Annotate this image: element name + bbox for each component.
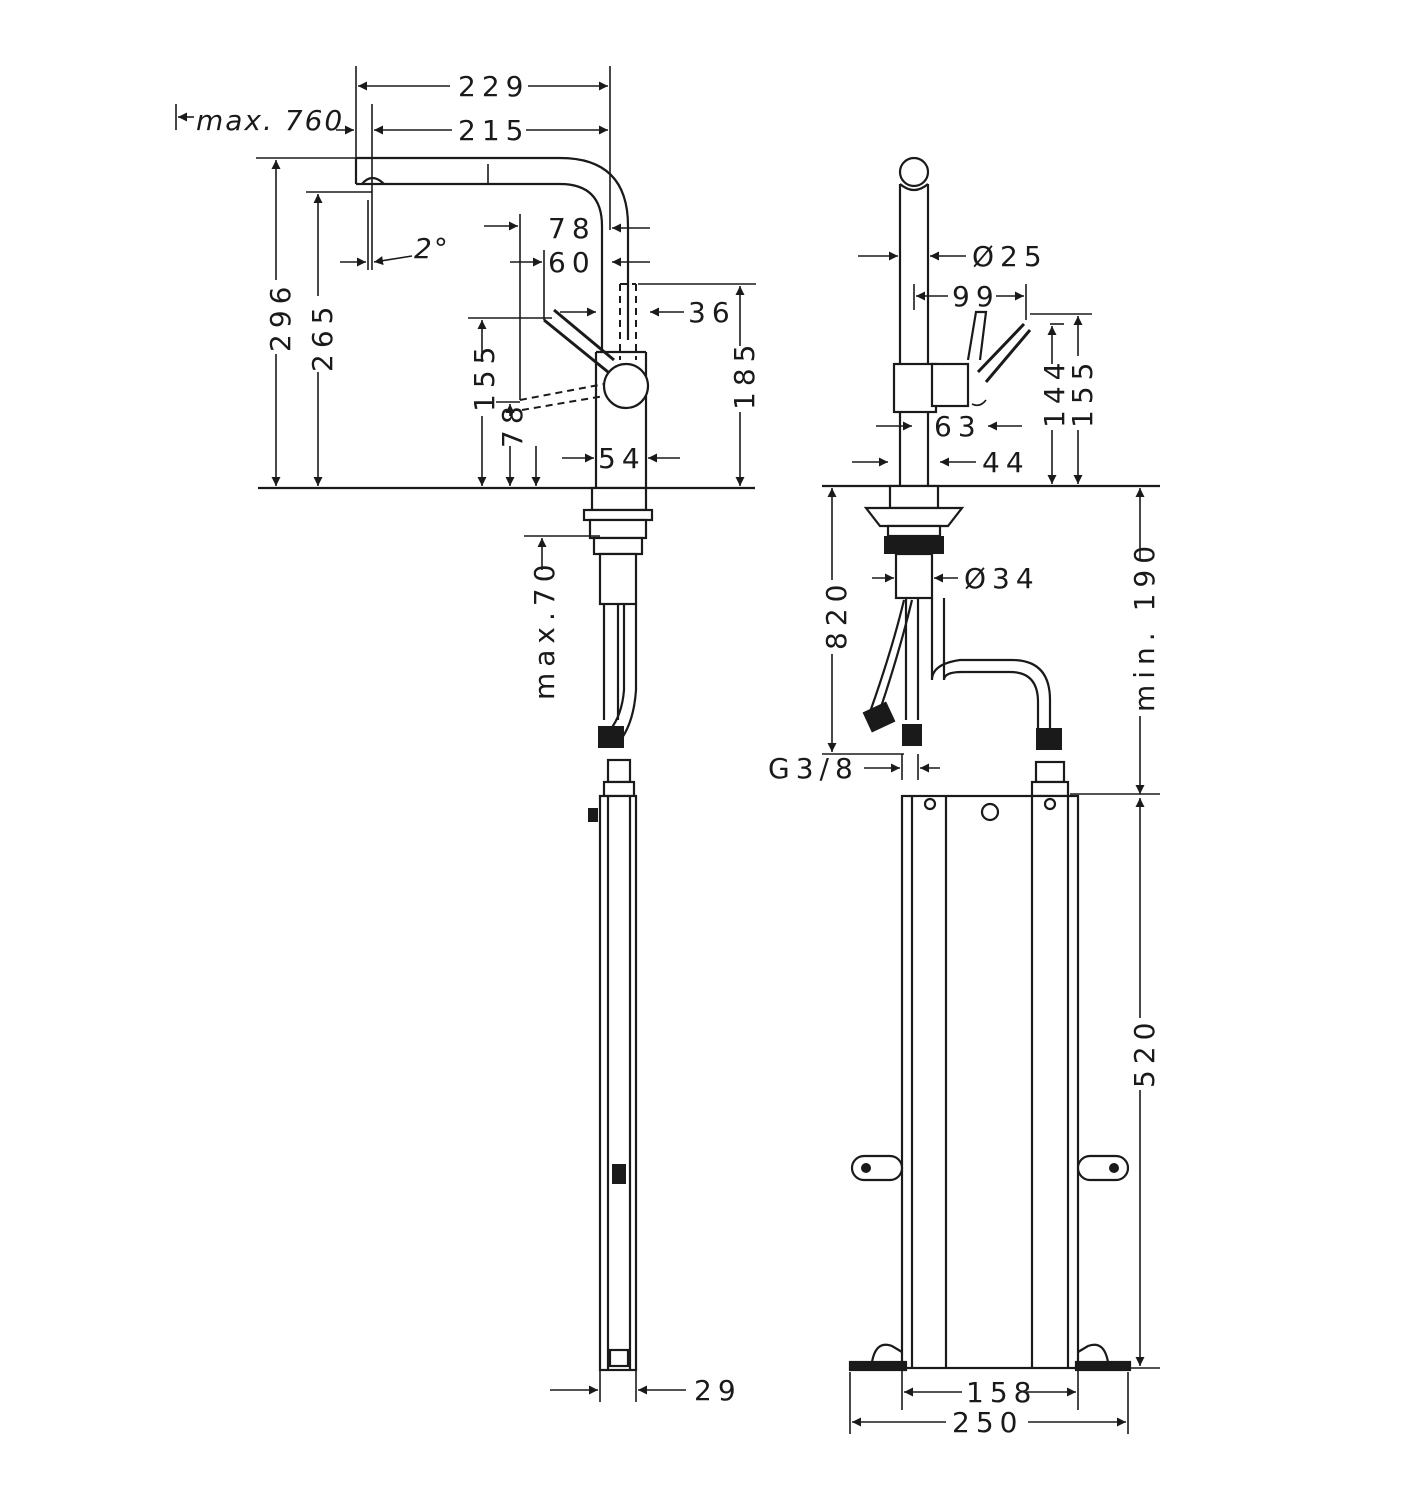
lever-front — [966, 310, 1032, 407]
dim-44-label: 44 — [982, 446, 1030, 479]
dim-63-label: 63 — [934, 410, 982, 443]
dim-60-label: 60 — [548, 246, 596, 279]
dim-angle-label: 2° — [414, 232, 450, 265]
dim-d25-label: Ø25 — [972, 240, 1048, 273]
spout-dashed-extension — [619, 283, 637, 360]
dim-max-70-label: max.70 — [528, 558, 561, 700]
dim-144-label: 144 — [1038, 357, 1071, 428]
mounting-assembly-front — [863, 484, 965, 600]
dim-250-label: 250 — [952, 1406, 1023, 1439]
hose-canister-front — [848, 760, 1132, 1372]
side-dimension-lines — [175, 66, 756, 1402]
dim-155-side-label: 155 — [468, 341, 501, 412]
dim-36-label: 36 — [688, 296, 736, 329]
dim-265-label: 265 — [306, 301, 339, 372]
spout-column-front — [892, 156, 970, 486]
dim-185-label: 185 — [728, 339, 761, 410]
hose-canister-side — [588, 758, 638, 1372]
dim-78-low-label: 78 — [496, 400, 529, 448]
dim-d34-label: Ø34 — [964, 562, 1040, 595]
dim-158-label: 158 — [966, 1376, 1037, 1409]
front-view: Ø25 99 144 155 63 44 820 Ø34 min. 190 G3… — [768, 156, 1161, 1439]
lever — [519, 308, 615, 411]
dim-78-top-label: 78 — [548, 212, 596, 245]
dim-520-label: 520 — [1128, 1017, 1161, 1088]
dim-99-label: 99 — [952, 280, 1000, 313]
dim-215-label: 215 — [458, 114, 529, 147]
dim-min-190-label: min. 190 — [1128, 540, 1161, 712]
dim-229-label: 229 — [458, 70, 529, 103]
supply-hoses — [598, 604, 638, 748]
dim-54-label: 54 — [598, 442, 646, 475]
front-dimension-lines — [822, 251, 1160, 1434]
faucet-body — [594, 350, 650, 488]
dim-820-label: 820 — [820, 579, 853, 650]
mounting-assembly — [582, 486, 654, 606]
dim-296-label: 296 — [264, 281, 297, 352]
dim-29-label: 29 — [694, 1374, 742, 1407]
dim-g38-label: G3/8 — [768, 752, 859, 785]
dim-max-760-label: max. 760 — [196, 104, 344, 137]
side-view: 229 max. 760 215 2° 78 60 36 296 265 155… — [175, 66, 761, 1407]
dim-155-front-label: 155 — [1066, 357, 1099, 428]
supply-hoses-front — [862, 598, 1062, 750]
